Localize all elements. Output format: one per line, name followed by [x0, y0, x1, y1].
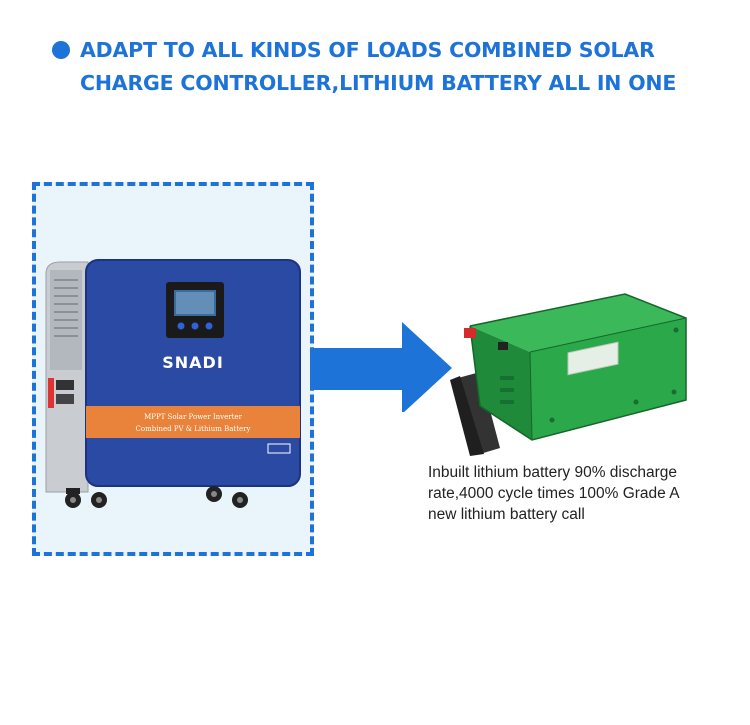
- inverter-model-line-2: Combined PV & Lithium Battery: [136, 425, 251, 433]
- bullet-icon: [52, 41, 70, 59]
- arrow-right-icon: [310, 322, 452, 412]
- heading-line-2: CHARGE CONTROLLER,LITHIUM BATTERY ALL IN…: [80, 71, 677, 95]
- caption-line-1: Inbuilt lithium battery 90% discharge: [428, 464, 677, 481]
- battery-caption: Inbuilt lithium battery 90% discharge ra…: [428, 462, 728, 525]
- inverter-model-line-1: MPPT Solar Power Inverter: [144, 413, 242, 421]
- caption-line-2: rate,4000 cycle times 100% Grade A: [428, 485, 680, 502]
- heading-line-1: ADAPT TO ALL KINDS OF LOADS COMBINED SOL…: [80, 38, 655, 62]
- inverter-image: SNADI MPPT Solar Power Inverter Combined…: [45, 259, 301, 508]
- inverter-brand: SNADI: [162, 353, 224, 372]
- battery-image: [450, 293, 687, 456]
- caption-line-3: new lithium battery call: [428, 506, 585, 523]
